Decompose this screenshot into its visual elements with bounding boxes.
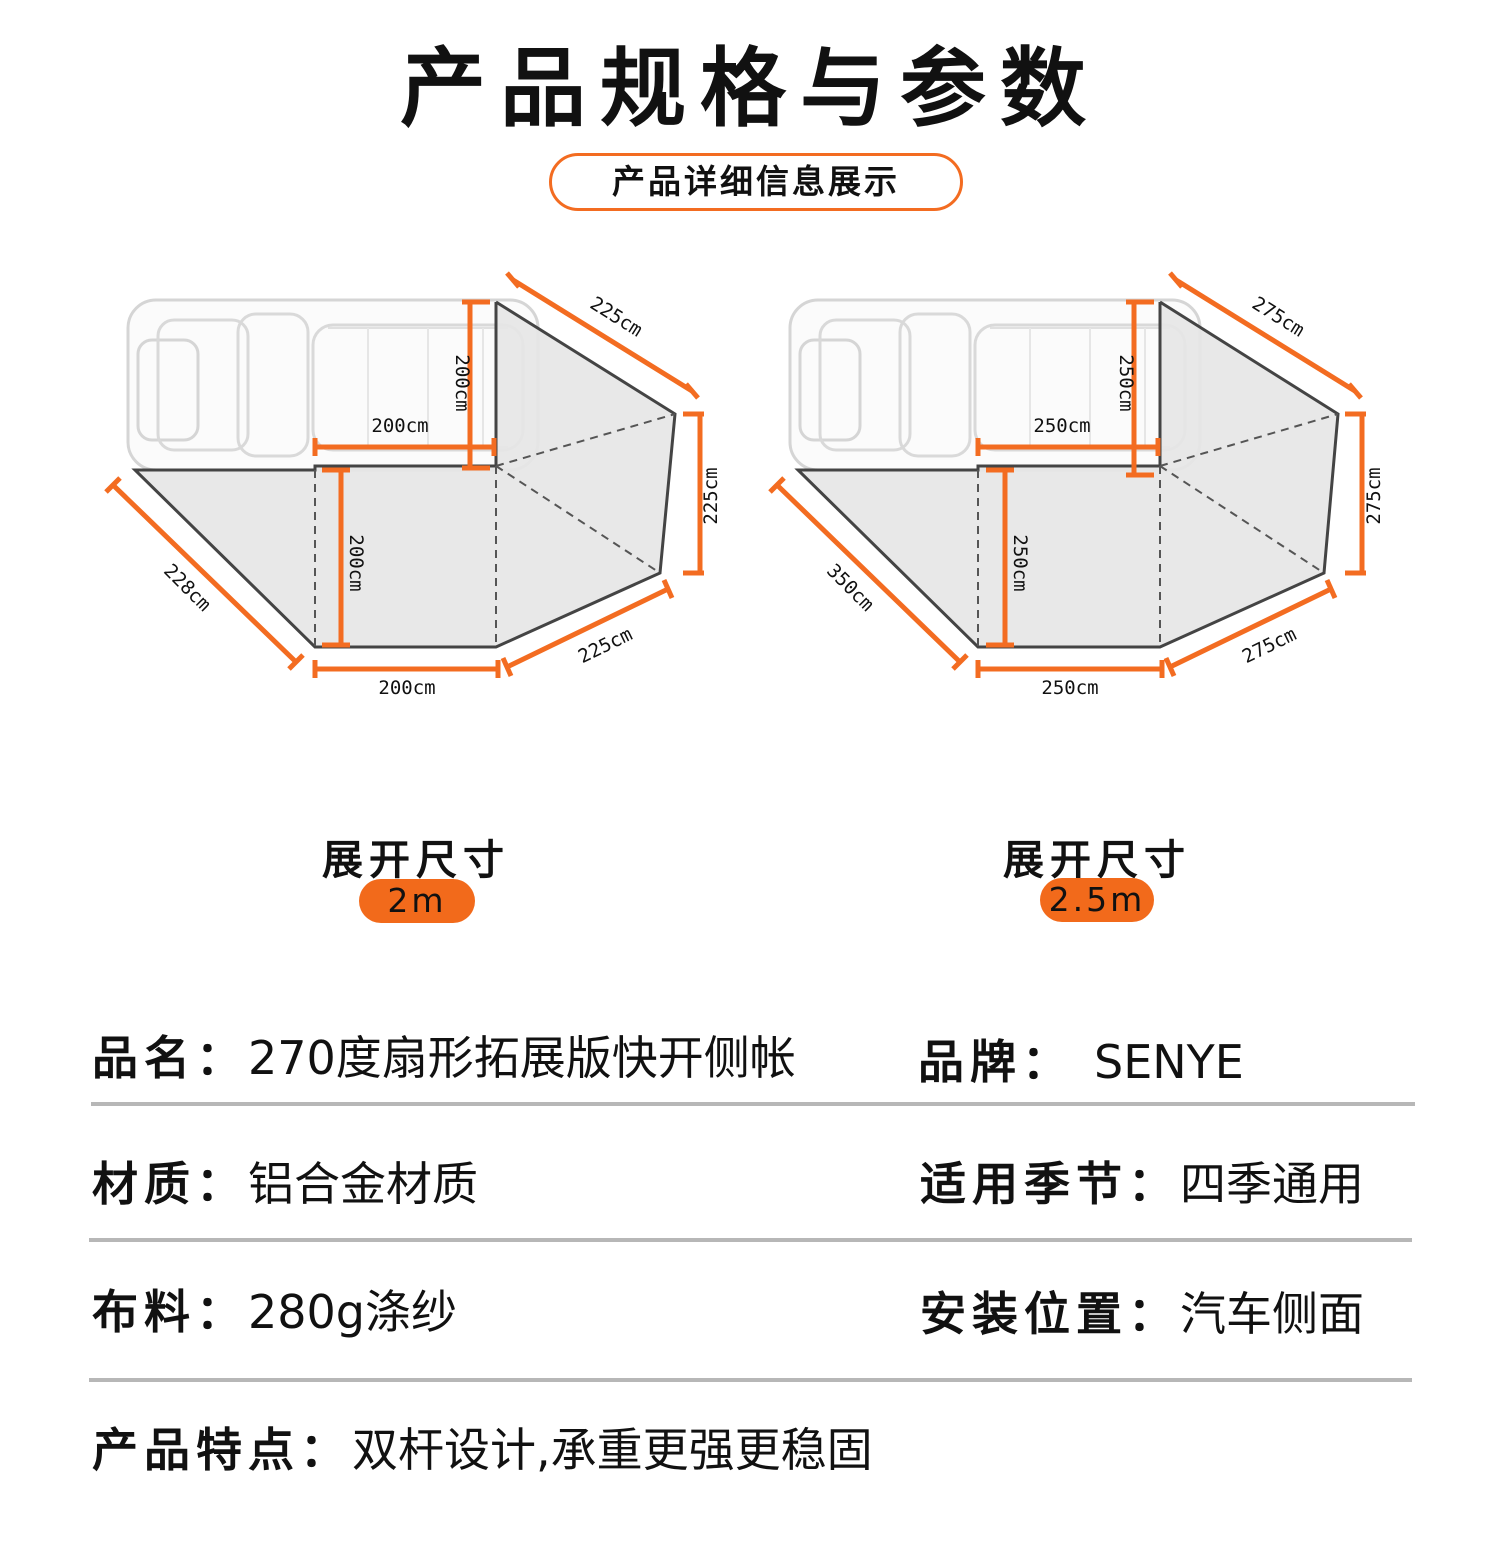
awning-folds [977,413,1339,647]
size-badge-2m: 2m [359,879,475,923]
spec-fabric: 布料：280g涤纱 [92,1276,457,1342]
spec-brand: 品牌： SENYE [918,1026,1244,1092]
awning-outline [794,300,1340,649]
spec-label: 适用季节： [920,1157,1180,1211]
spec-value: 270度扇形拓展版快开侧帐 [248,1031,796,1085]
spec-label: 布料： [92,1285,248,1339]
spec-value: 双杆设计,承重更强更稳固 [352,1423,873,1477]
awning-diagrams: 225cm 200cm 200cm 225cm 228cm 200cm 200c… [104,271,1385,699]
spec-value: 铝合金材质 [248,1157,478,1211]
dimension-lines [104,271,704,678]
dim-label-inner-vert: 250cm [1009,534,1031,591]
dim-label-left-diag: 228cm [159,560,215,616]
spec-feature: 产品特点：双杆设计,承重更强更稳固 [92,1414,873,1480]
dim-label-inner-vert: 200cm [345,534,367,591]
awning-canopy [315,302,675,647]
spec-value: SENYE [1094,1035,1244,1089]
awning-canopy [978,302,1338,647]
size-caption-2-5m: 展开尺寸 [1003,836,1191,884]
spec-value: 四季通用 [1180,1157,1364,1211]
divider [89,1238,1412,1242]
dim-label-top-diag: 275cm [1248,292,1308,341]
dim-label-top-horiz: 200cm [371,415,428,437]
spec-label: 安装位置： [920,1287,1180,1341]
dim-label-left-diag: 350cm [822,560,878,616]
page-title: 产品规格与参数 [400,39,1100,139]
awning-outline [131,300,677,649]
spec-label: 品名： [92,1031,248,1085]
spec-product-name: 品名：270度扇形拓展版快开侧帐 [92,1022,796,1088]
dim-label-bottom-horiz: 250cm [1041,677,1098,699]
dim-label-top-horiz: 250cm [1033,415,1090,437]
spec-material: 材质：铝合金材质 [92,1148,478,1214]
spec-value: 280g涤纱 [248,1285,457,1339]
spec-install: 安装位置：汽车侧面 [920,1278,1364,1344]
spec-label: 产品特点： [92,1423,352,1477]
dim-label-right-vert: 225cm [700,467,722,524]
dim-label-right-vert: 275cm [1363,467,1385,524]
size-badge-2-5m: 2.5m [1040,878,1154,922]
spec-label: 品牌： [918,1035,1074,1089]
spec-label: 材质： [92,1157,248,1211]
dim-label-top-vert: 250cm [1115,354,1137,411]
subtitle-pill: 产品详细信息展示 [549,153,963,211]
divider [89,1378,1412,1382]
awning-folds [314,413,676,647]
diagram-2m: 225cm 200cm 200cm 225cm 228cm 200cm 200c… [104,271,722,699]
diagram-2-5m: 275cm 250cm 250cm 275cm 350cm 250cm 250c… [768,271,1385,699]
spec-value: 汽车侧面 [1180,1287,1364,1341]
dim-label-top-diag: 225cm [586,292,646,341]
dim-label-bottom-horiz: 200cm [378,677,435,699]
spec-season: 适用季节：四季通用 [920,1148,1364,1214]
dim-label-top-vert: 200cm [451,354,473,411]
dimension-lines [768,271,1366,678]
size-caption-2m: 展开尺寸 [322,836,510,884]
divider [91,1102,1415,1106]
